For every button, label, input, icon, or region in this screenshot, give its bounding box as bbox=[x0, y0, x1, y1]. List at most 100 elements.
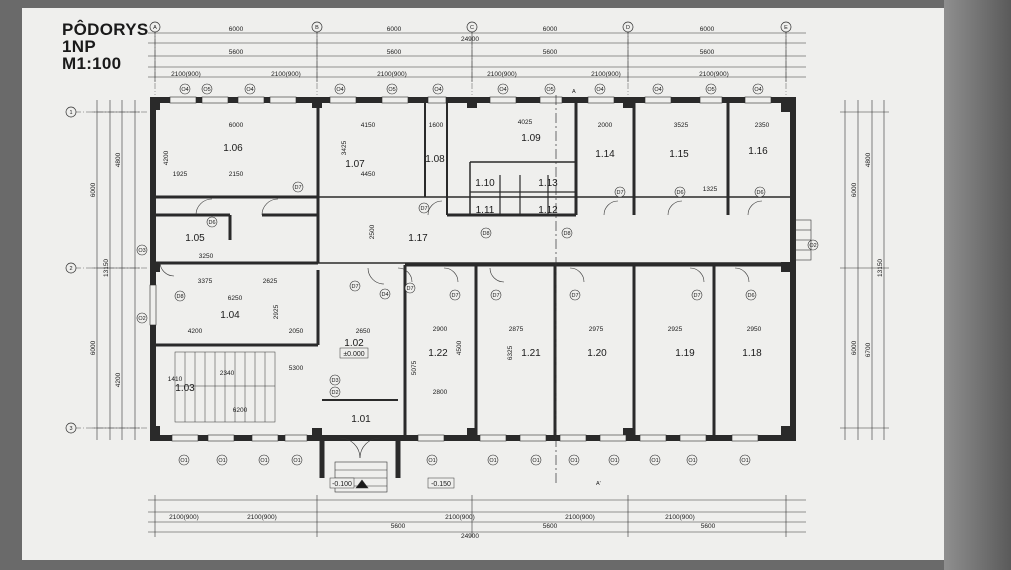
sub-dim-top-4: 5600 bbox=[700, 49, 715, 56]
interior-dim: 1325 bbox=[703, 186, 718, 193]
title-block: PÔDORYS 1NP M1:100 bbox=[62, 20, 148, 73]
window-tag: O5 bbox=[705, 83, 717, 95]
interior-dimensions: 6000 4150 1600 4025 2000 3525 2350 4200 … bbox=[163, 119, 770, 414]
door-tag: D7 bbox=[490, 289, 502, 301]
left-dim-5: 4200 bbox=[115, 372, 122, 387]
left-dim-4: 4800 bbox=[115, 152, 122, 167]
interior-dim: 2950 bbox=[747, 326, 762, 333]
interior-walls bbox=[155, 102, 792, 438]
level-step: -0.100 bbox=[332, 481, 352, 488]
interior-dim: 2150 bbox=[229, 171, 244, 178]
svg-text:O1: O1 bbox=[688, 458, 695, 464]
room-label: 1.06 bbox=[223, 143, 243, 154]
door-tag: D8 bbox=[174, 290, 186, 302]
door-tag: D6 bbox=[674, 186, 686, 198]
door-tag: D7 bbox=[449, 289, 461, 301]
window-tag: O1 bbox=[608, 454, 620, 466]
window-tag: O4 bbox=[334, 83, 346, 95]
room-label: 1.08 bbox=[425, 154, 445, 165]
axis-label-2: 2 bbox=[69, 266, 72, 272]
interior-dim: 1410 bbox=[168, 376, 183, 383]
title-line-2: 1NP bbox=[62, 37, 96, 56]
svg-text:D7: D7 bbox=[693, 293, 700, 299]
door-tag: D2 bbox=[329, 386, 341, 398]
svg-text:O1: O1 bbox=[218, 458, 225, 464]
interior-dim: 2050 bbox=[289, 328, 304, 335]
axis-bubble-1 bbox=[65, 106, 77, 118]
door-tag: D8 bbox=[561, 227, 573, 239]
level-ground: ±0.000 bbox=[343, 351, 364, 358]
svg-text:D8: D8 bbox=[563, 231, 570, 237]
window-tag: O1 bbox=[739, 454, 751, 466]
svg-text:D6: D6 bbox=[756, 190, 763, 196]
svg-text:O4: O4 bbox=[499, 87, 506, 93]
interior-dim: 4500 bbox=[456, 340, 463, 355]
svg-text:O4: O4 bbox=[754, 87, 761, 93]
svg-text:D7: D7 bbox=[616, 190, 623, 196]
interior-dim: 6200 bbox=[233, 407, 248, 414]
room-label: 1.04 bbox=[220, 310, 240, 321]
room-label: 1.17 bbox=[408, 233, 428, 244]
title-line-3: M1:100 bbox=[62, 54, 121, 73]
interior-dim: 1600 bbox=[429, 122, 444, 129]
window-tag: O1 bbox=[216, 454, 228, 466]
row-axis-markers: 1 2 3 bbox=[65, 106, 77, 434]
interior-dim: 2000 bbox=[598, 122, 613, 129]
axis-label-d: D bbox=[626, 25, 630, 31]
interior-dim: 6325 bbox=[507, 345, 514, 360]
overall-width-top: 24900 bbox=[461, 36, 479, 43]
window-dim-2: 2100(900) bbox=[271, 71, 301, 78]
interior-dim: 3250 bbox=[199, 253, 214, 260]
svg-text:O5: O5 bbox=[546, 87, 553, 93]
window-dim-6: 2100(900) bbox=[699, 71, 729, 78]
svg-text:O4: O4 bbox=[246, 87, 253, 93]
right-dim-3: 6000 bbox=[851, 340, 858, 355]
room-label: 1.16 bbox=[748, 146, 768, 157]
door-tag: D7 bbox=[418, 202, 430, 214]
right-dim-1: 6000 bbox=[851, 182, 858, 197]
structural-columns bbox=[150, 98, 795, 440]
window-tag: O4 bbox=[752, 83, 764, 95]
window-tag: O1 bbox=[686, 454, 698, 466]
entrance-arrow-icon bbox=[355, 479, 369, 489]
door-tag: D7 bbox=[404, 282, 416, 294]
window-tag: O1 bbox=[568, 454, 580, 466]
paper-shadow bbox=[944, 0, 1011, 570]
svg-text:O4: O4 bbox=[181, 87, 188, 93]
room-label: 1.09 bbox=[521, 133, 541, 144]
axis-bubble-b bbox=[311, 21, 323, 33]
door-tag: D7 bbox=[349, 280, 361, 292]
interior-dim: 2800 bbox=[433, 389, 448, 396]
door-tag: D7 bbox=[691, 289, 703, 301]
door-tag: D6 bbox=[206, 216, 218, 228]
sub-dim-top-2: 5600 bbox=[387, 49, 402, 56]
window-tag: O4 bbox=[179, 83, 191, 95]
door-tag: D7 bbox=[614, 186, 626, 198]
door-tag: D3 bbox=[329, 374, 341, 386]
left-dim-3: 6000 bbox=[90, 340, 97, 355]
bay-dim-de: 6000 bbox=[700, 26, 715, 33]
sub-dim-bottom-1: 5600 bbox=[391, 523, 406, 530]
interior-dim: 2340 bbox=[220, 370, 235, 377]
svg-text:O3: O3 bbox=[138, 248, 145, 254]
room-label: 1.01 bbox=[351, 414, 371, 425]
interior-dim: 4150 bbox=[361, 122, 376, 129]
axis-label-1: 1 bbox=[69, 110, 72, 116]
left-dim-2: 13150 bbox=[103, 259, 110, 277]
axis-grid bbox=[75, 28, 787, 429]
window-tag: O4 bbox=[497, 83, 509, 95]
interior-dim: 2625 bbox=[263, 278, 278, 285]
facade-windows bbox=[149, 96, 772, 442]
svg-text:D4: D4 bbox=[381, 292, 388, 298]
sub-dim-top-3: 5600 bbox=[543, 49, 558, 56]
interior-dim: 1925 bbox=[173, 171, 188, 178]
room-label: 1.22 bbox=[428, 348, 448, 359]
interior-dim: 4450 bbox=[361, 171, 376, 178]
staircase bbox=[174, 351, 276, 423]
window-dim-5: 2100(900) bbox=[591, 71, 621, 78]
window-tag: O1 bbox=[530, 454, 542, 466]
window-tag: O4 bbox=[594, 83, 606, 95]
room-label: 1.12 bbox=[538, 205, 558, 216]
top-dimension-values: 6000 6000 6000 6000 24900 5600 5600 5600… bbox=[171, 26, 729, 78]
